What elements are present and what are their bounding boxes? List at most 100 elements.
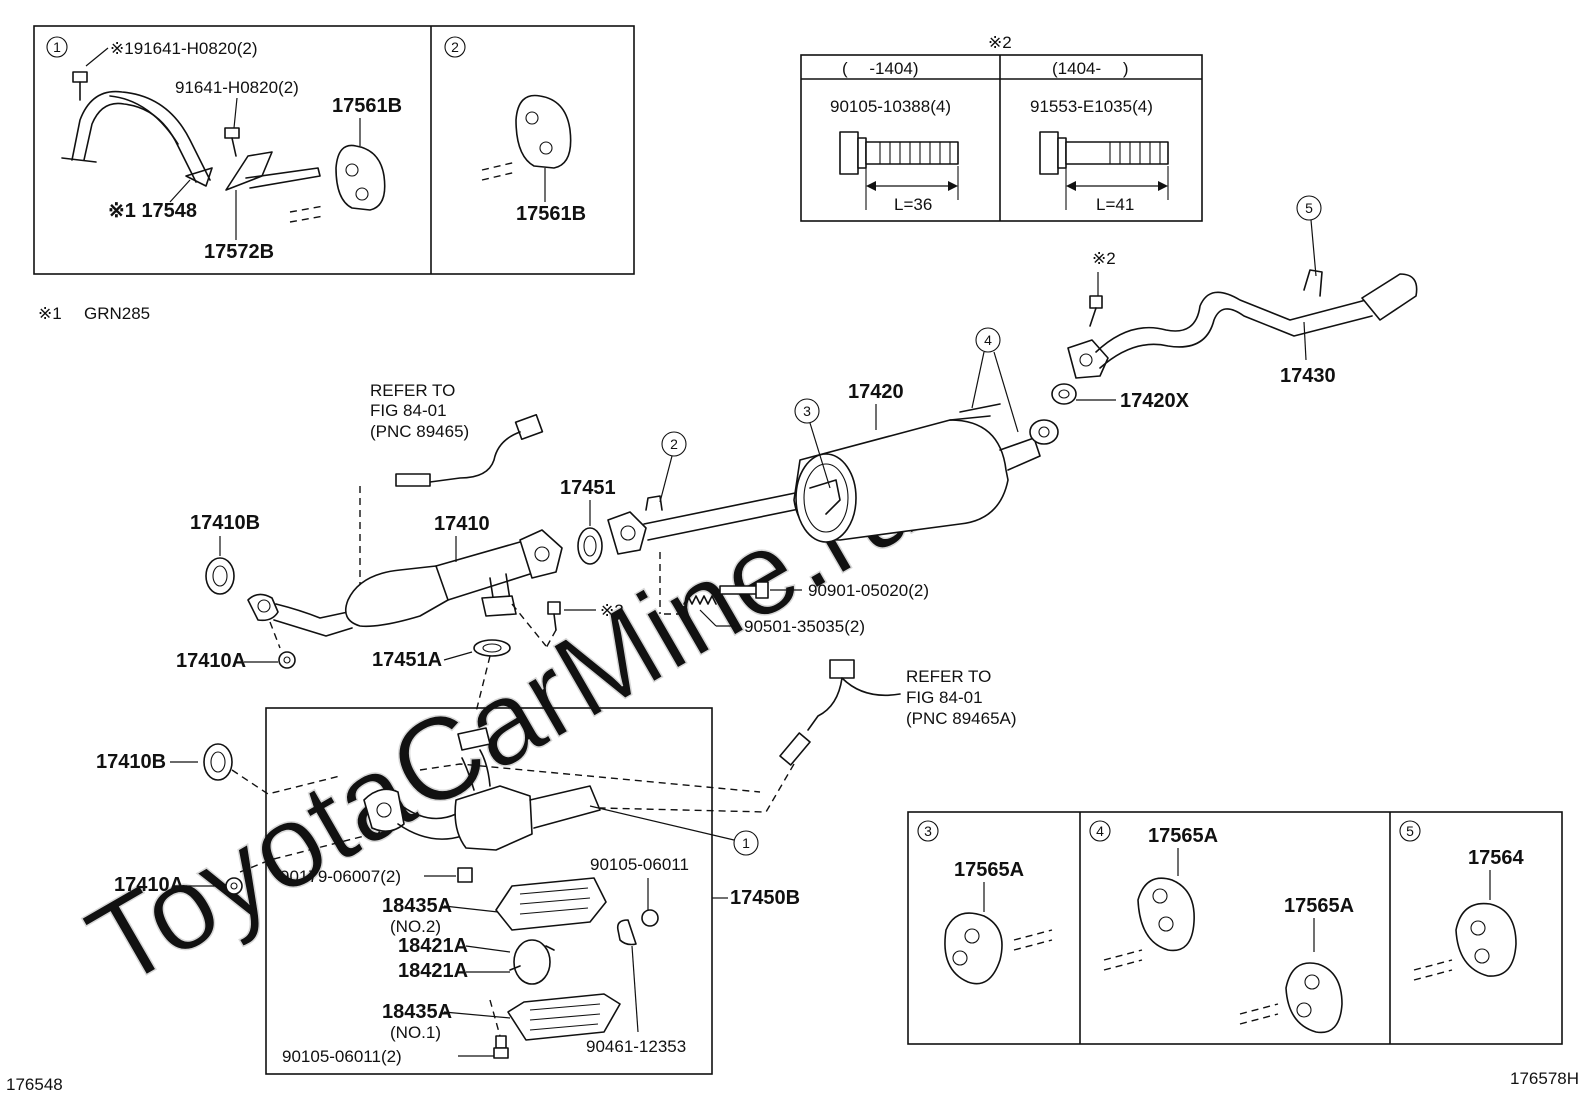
label-mark2-mid: ※2: [600, 601, 624, 620]
rubber-hanger-17564: [1455, 902, 1517, 977]
label-17564: 17564: [1468, 847, 1524, 869]
bolt-col2-length: L=41: [1096, 195, 1134, 214]
gasket-17451: [577, 527, 603, 565]
bolt-mark2-top: [1089, 272, 1103, 327]
corner-code-right: 176578H: [1510, 1069, 1579, 1088]
legend-mark: ※1: [38, 304, 62, 323]
bolt-table: ※2 ( -1404) (1404- ) 90105-10388(4) 9155…: [800, 33, 1203, 222]
label-17548: ※1 17548: [108, 200, 197, 222]
refer-label-1-line2: FIG 84-01: [370, 401, 447, 420]
heat-shield-no1: [507, 993, 621, 1041]
label-17450B: 17450B: [730, 887, 800, 909]
panel-4: 4 17565A 17565A: [1089, 820, 1354, 1034]
flange-bolt-icon: [839, 131, 959, 210]
label-17565A-p4a: 17565A: [1148, 825, 1218, 847]
label-17451A: 17451A: [372, 649, 442, 671]
panel-1: 1 ※191641-H0820(2) ※1 17548 91641-H0820(…: [46, 36, 402, 263]
legend-text: GRN285: [84, 304, 150, 323]
flange-bolt-icon: [1039, 131, 1169, 210]
gasket-17410B-low: [203, 743, 233, 781]
label-18435A-1: 18435A: [382, 1001, 452, 1023]
panel-5: 5 17564: [1399, 820, 1524, 981]
panel-1-number: 1: [53, 39, 61, 55]
panel-4-number: 4: [1096, 823, 1104, 839]
label-90901: 90901-05020(2): [808, 581, 929, 600]
nut-17410A-low: [225, 877, 243, 895]
clamp-18421A: [509, 939, 555, 985]
panel-2: 2 17561B: [444, 36, 586, 225]
gasket-17451A: [473, 639, 511, 657]
spring-90501: [683, 595, 717, 605]
refer-label-2-line2: FIG 84-01: [906, 688, 983, 707]
label-90179: 90179-06007(2): [280, 867, 401, 886]
label-18421A-b: 18421A: [398, 960, 468, 982]
callout-4: 4: [984, 332, 992, 348]
label-17561B-p2: 17561B: [516, 203, 586, 225]
callout-5: 5: [1305, 200, 1313, 216]
rubber-hanger-17561B: [335, 144, 386, 211]
label-17410A-top: 17410A: [176, 650, 246, 672]
tail-pipe-17430: [1067, 269, 1418, 379]
bolt-90105-right: [641, 909, 659, 927]
heat-shield-no2: [495, 877, 607, 931]
clamp-90461: [616, 919, 637, 946]
label-17561B: 17561B: [332, 95, 402, 117]
label-90461: 90461-12353: [586, 1037, 686, 1056]
label-17410B-low: 17410B: [96, 751, 166, 773]
strap-bracket-17548: [61, 90, 213, 187]
label-17565A-p4b: 17565A: [1284, 895, 1354, 917]
nut-90179: [457, 867, 473, 883]
label-18435A-2: 18435A: [382, 895, 452, 917]
refer-label-1-line3: (PNC 89465): [370, 422, 469, 441]
muffler-17420: [793, 403, 1059, 543]
bolt-90901: [659, 552, 769, 614]
rubber-hanger-17565A: [944, 912, 1003, 985]
panel-3: 3 17565A: [917, 820, 1053, 985]
label-17565A-p3: 17565A: [954, 859, 1024, 881]
label-17420: 17420: [848, 381, 904, 403]
label-bolt-b: 91641-H0820(2): [175, 78, 299, 97]
refer-label-1-line1: REFER TO: [370, 381, 455, 400]
label-17451: 17451: [560, 477, 616, 499]
callout-3: 3: [803, 403, 811, 419]
bolt-col2-header: (1404- ): [1052, 59, 1129, 78]
stay-17572B: [225, 151, 321, 191]
refer-label-2-line1: REFER TO: [906, 667, 991, 686]
label-17410: 17410: [434, 513, 490, 535]
bolt-table-mark: ※2: [988, 33, 1012, 52]
label-17410A-low: 17410A: [114, 874, 184, 896]
label-18435A-1-sub: (NO.1): [390, 1023, 441, 1042]
label-90501: 90501-35035(2): [744, 617, 865, 636]
rubber-hanger-17561B: [515, 94, 572, 169]
rubber-hanger-17565A: [1137, 877, 1195, 952]
label-90105-right: 90105-06011: [590, 855, 689, 874]
converter-assy-17450B: [363, 727, 601, 851]
label-mark2-top: ※2: [1092, 249, 1116, 268]
refer-label-2-line3: (PNC 89465A): [906, 709, 1017, 728]
bolt-icon: [72, 71, 88, 101]
bolt-90105-bot: [493, 1035, 509, 1059]
gasket-17410B-top: [205, 557, 235, 595]
converter-assy-box: [265, 707, 713, 1075]
label-18435A-2-sub: (NO.2): [390, 917, 441, 936]
label-90105-bot: 90105-06011(2): [282, 1047, 402, 1066]
label-18421A-a: 18421A: [398, 935, 468, 957]
rubber-hanger-17565A: [1285, 962, 1343, 1034]
inset-top-left: 1 ※191641-H0820(2) ※1 17548 91641-H0820(…: [33, 25, 635, 275]
label-bolt-a: ※191641-H0820(2): [110, 39, 258, 58]
bolt-mark2-mid: [511, 601, 561, 649]
center-pipe: [607, 491, 805, 555]
gasket-17420X: [1051, 383, 1077, 405]
bolt-col1-length: L=36: [894, 195, 932, 214]
panel-2-number: 2: [451, 39, 459, 55]
label-17572B: 17572B: [204, 241, 274, 263]
bolt-col1-part: 90105-10388(4): [830, 97, 951, 116]
corner-code-left: 176548: [6, 1075, 63, 1094]
label-17420X: 17420X: [1120, 390, 1190, 412]
bolt-col1-header: ( -1404): [842, 59, 919, 78]
label-17430: 17430: [1280, 365, 1336, 387]
inset-bottom-right: 3 17565A 4 17565A 17565A: [907, 811, 1563, 1045]
oxygen-sensor-lower: [599, 659, 901, 813]
callout-2: 2: [670, 436, 678, 452]
